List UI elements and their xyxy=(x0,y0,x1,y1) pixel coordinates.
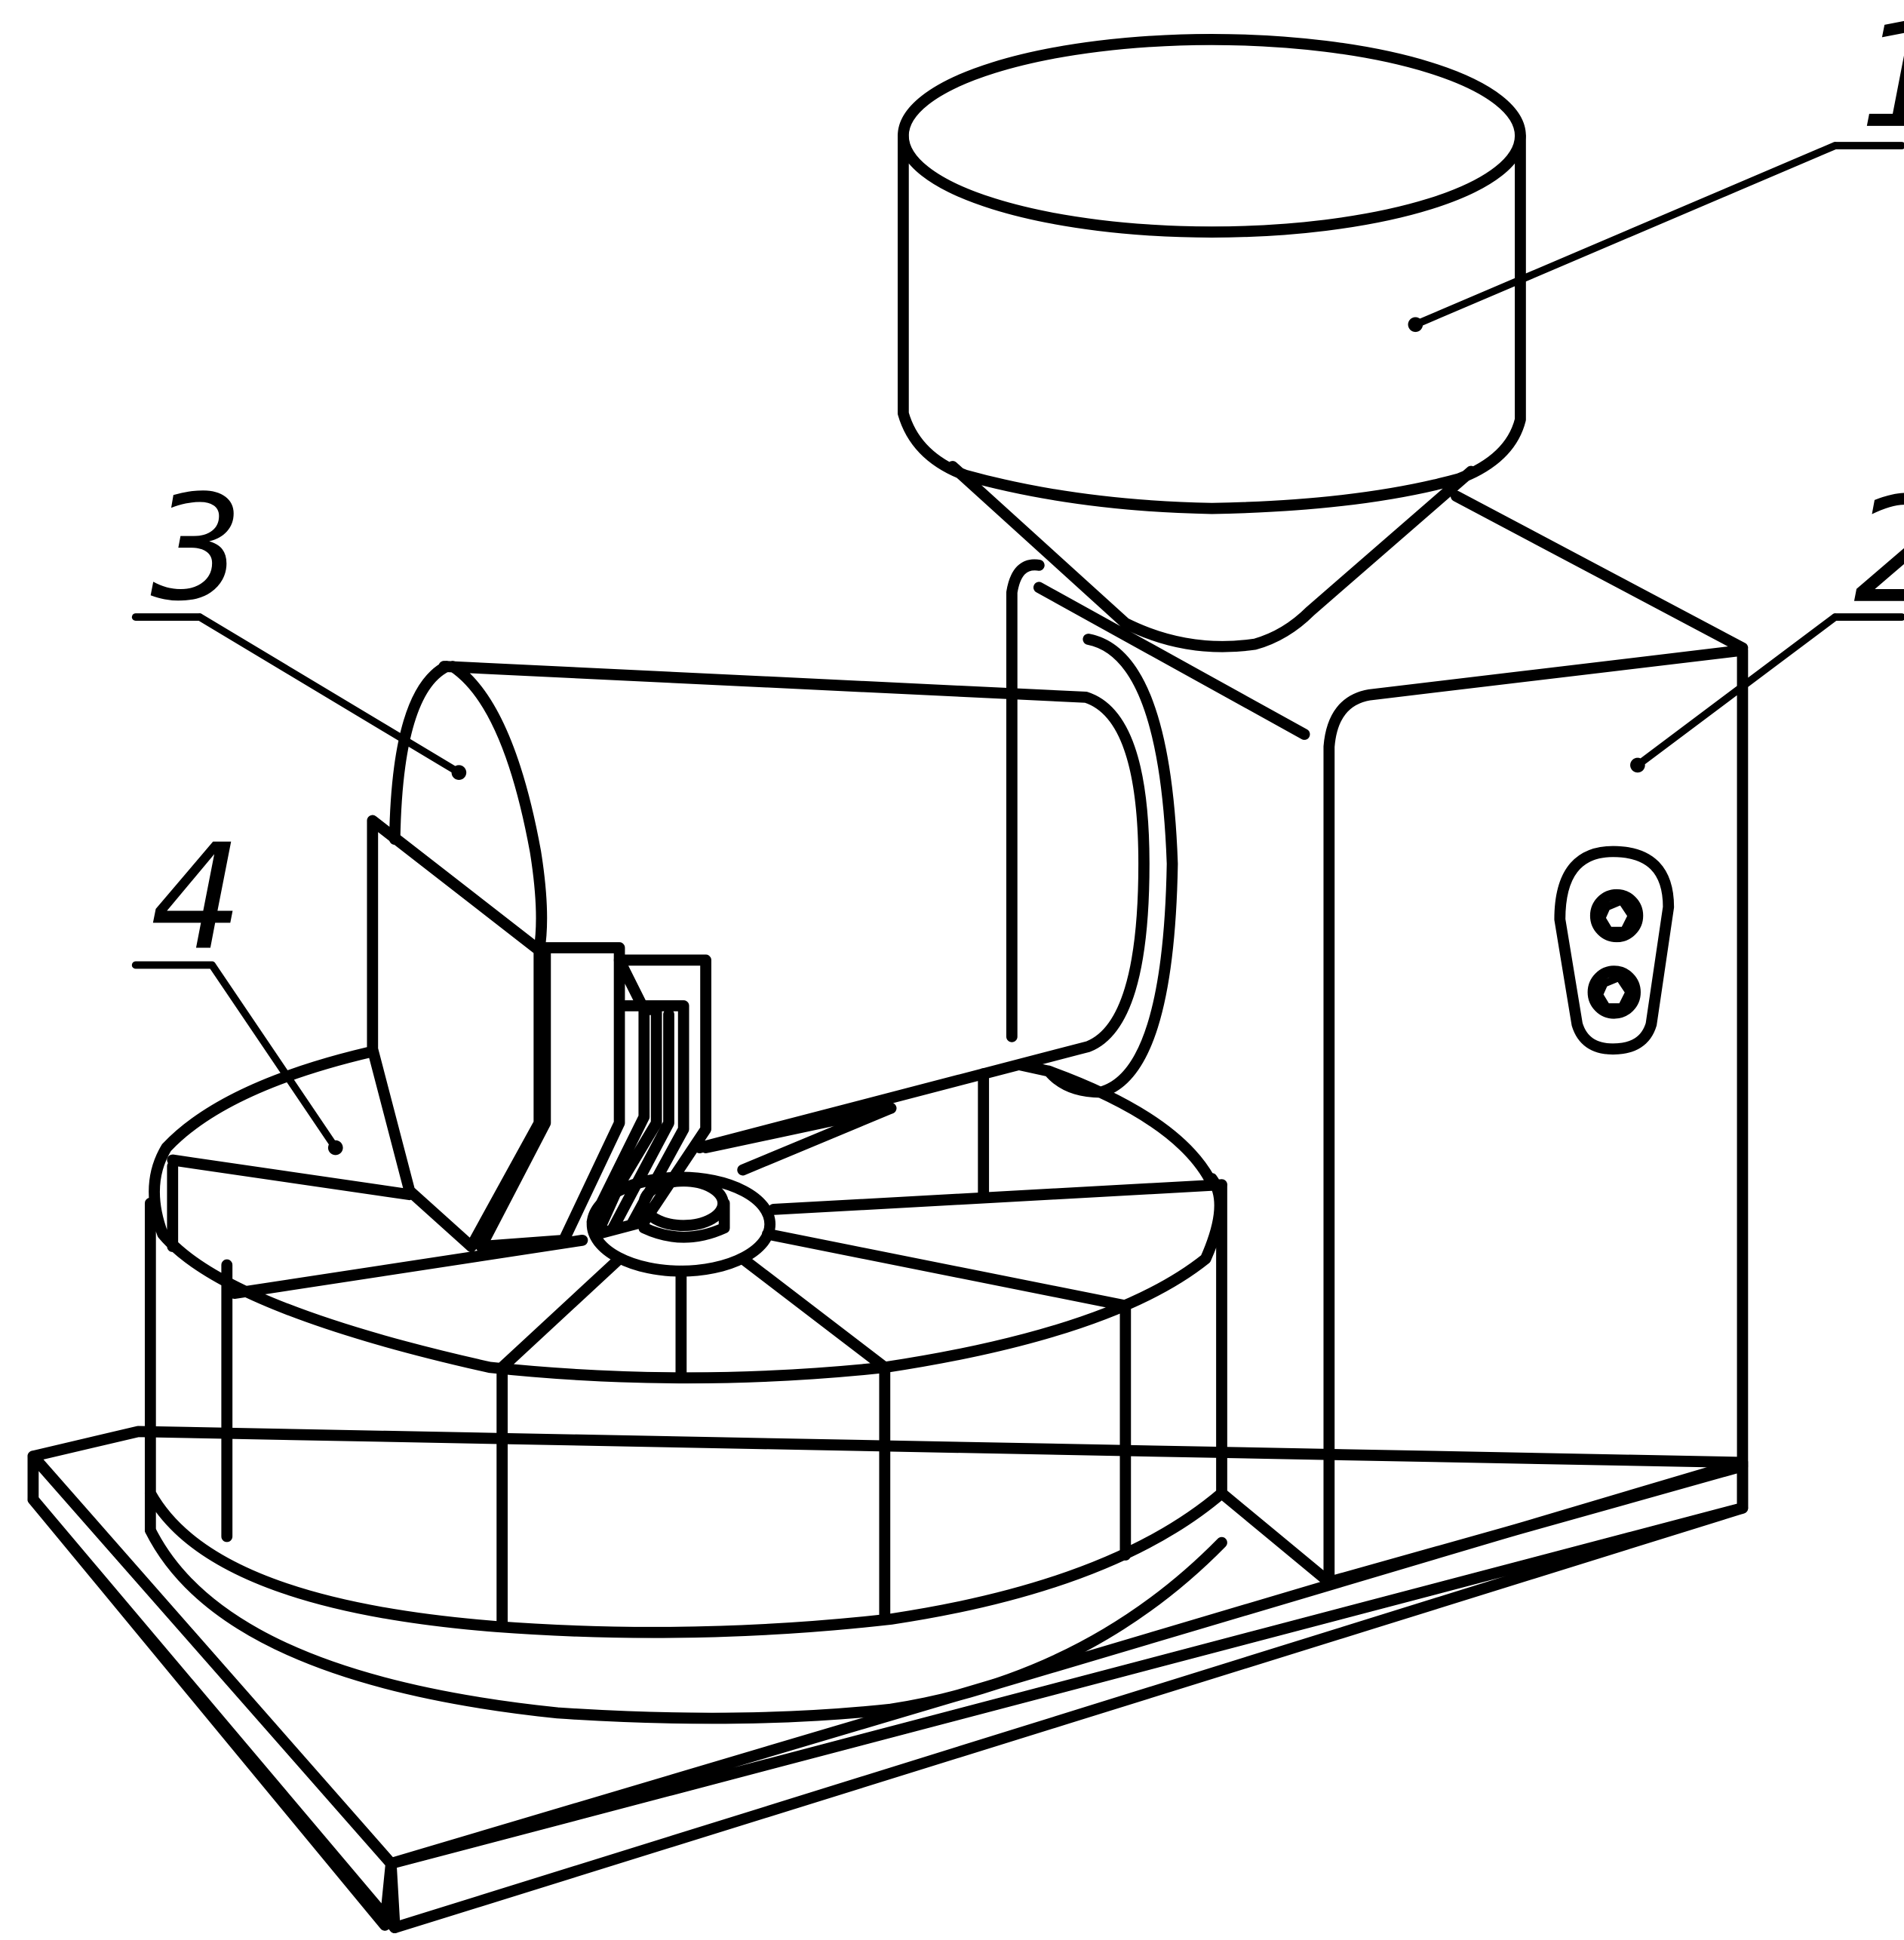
rotary-table xyxy=(144,1045,1227,1724)
leader-line-2 xyxy=(1633,613,1839,769)
control-button-top xyxy=(1589,889,1644,943)
callout-number-3: 3 xyxy=(150,464,243,634)
extruder-barrel xyxy=(388,634,1178,1201)
leader-line-4 xyxy=(208,961,339,1152)
hopper xyxy=(898,33,1526,652)
base-plate xyxy=(27,1426,1749,1934)
callout-number-1: 1 xyxy=(1859,0,1904,161)
leader-lines xyxy=(131,142,1904,1156)
leader-dot-3 xyxy=(451,765,467,781)
control-button-bottom xyxy=(1587,965,1641,1019)
leader-line-3 xyxy=(195,613,463,777)
callout-number-2: 2 xyxy=(1853,466,1904,636)
leader-line-1 xyxy=(1411,142,1839,329)
callout-number-4: 4 xyxy=(150,813,243,983)
leader-dot-2 xyxy=(1630,757,1645,773)
housing xyxy=(1006,490,1749,1588)
leader-dot-4 xyxy=(327,1140,343,1156)
control-panel xyxy=(1554,846,1675,1055)
leader-dot-1 xyxy=(1408,317,1423,333)
